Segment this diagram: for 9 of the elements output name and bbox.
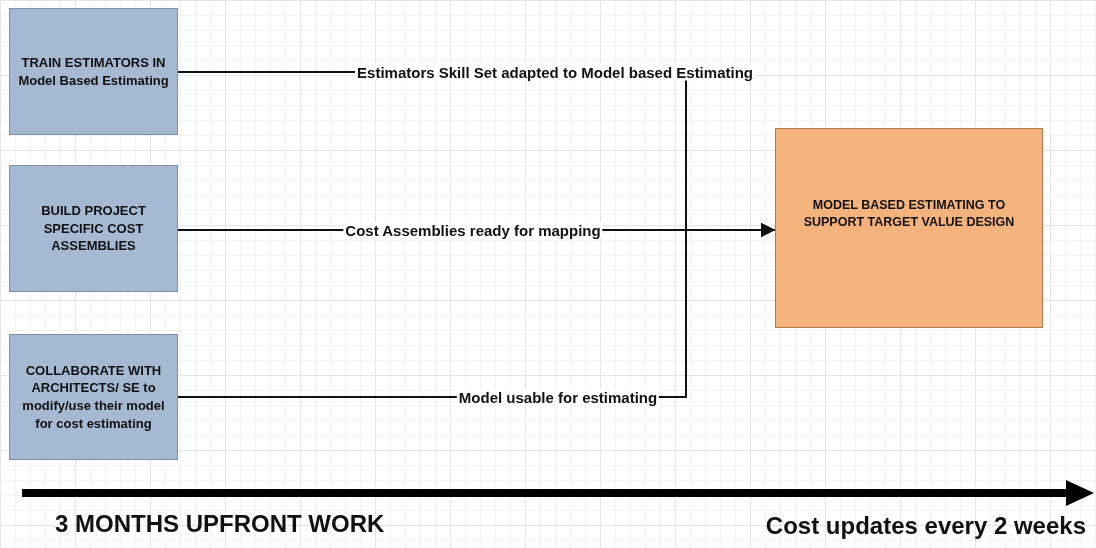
task-box: COLLABORATE WITH ARCHITECTS/ SE to modify/use their model for cost estimating — [9, 334, 178, 460]
timeline-label: 3 MONTHS UPFRONT WORK — [55, 510, 385, 538]
edge-label: Model usable for estimating — [456, 388, 660, 406]
goal-box: MODEL BASED ESTIMATING TO SUPPORT TARGET VALUE DESIGN — [775, 128, 1043, 328]
task-box: BUILD PROJECT SPECIFIC COST ASSEMBLIES — [9, 165, 178, 292]
edge-label: Cost Assemblies ready for mapping — [343, 221, 603, 239]
task-box: TRAIN ESTIMATORS IN Model Based Estimating — [9, 8, 178, 135]
edge-label: Estimators Skill Set adapted to Model based Estimating — [355, 63, 755, 81]
timeline-label: Cost updates every 2 weeks — [765, 512, 1086, 540]
